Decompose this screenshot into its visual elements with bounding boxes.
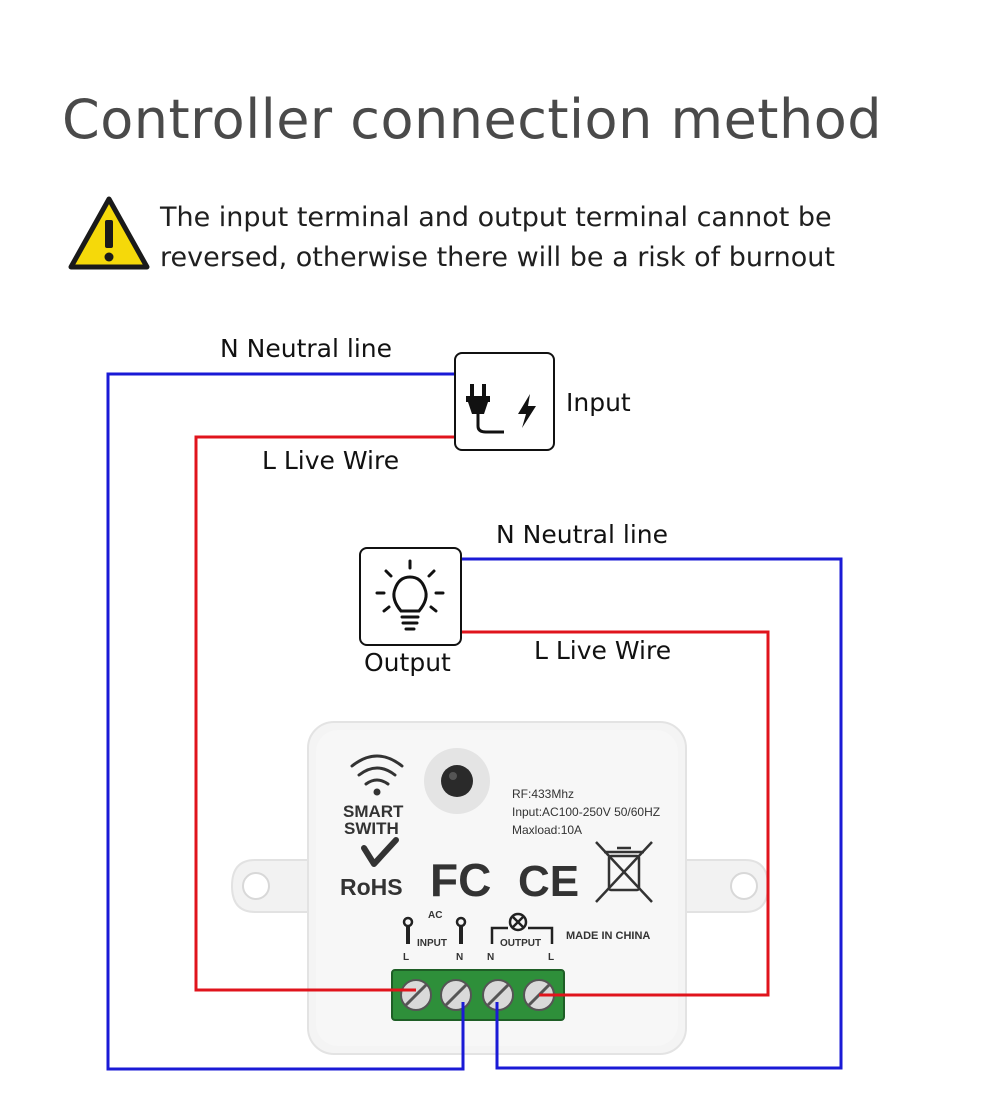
plug-icon xyxy=(466,384,504,434)
smart-switch-device xyxy=(230,721,770,1055)
terminal-l-input: L xyxy=(403,952,409,963)
device-spec-load: Maxload:10A xyxy=(512,823,582,837)
output-load-box xyxy=(359,547,462,646)
terminal-n-output: N xyxy=(487,952,494,963)
device-spec-input: Input:AC100-250V 50/60HZ xyxy=(512,805,660,819)
warning-line-1: The input terminal and output terminal c… xyxy=(160,202,832,233)
output-terminal-label: OUTPUT xyxy=(500,938,541,949)
input-neutral-wire xyxy=(106,372,465,1071)
terminal-n-input: N xyxy=(456,952,463,963)
input-terminal-label: INPUT xyxy=(417,938,447,949)
terminal-l-output: L xyxy=(548,952,554,963)
ce-mark: CE xyxy=(518,857,579,906)
light-bulb-icon xyxy=(375,559,445,631)
output-box-label: Output xyxy=(364,648,451,677)
rohs-check-icon xyxy=(361,837,399,867)
input-neutral-label: N Neutral line xyxy=(220,334,392,363)
weee-bin-icon xyxy=(595,841,653,903)
input-live-label: L Live Wire xyxy=(262,446,400,475)
made-in-label: MADE IN CHINA xyxy=(566,930,650,942)
terminal-screws xyxy=(400,979,555,1011)
output-live-wire xyxy=(462,630,770,997)
wifi-icon xyxy=(350,754,404,786)
input-live-wire xyxy=(194,435,455,992)
page-title: Controller connection method xyxy=(62,88,883,151)
device-brand-line-2: SWITH xyxy=(344,819,399,838)
warning-line-2: reversed, otherwise there will be a risk… xyxy=(160,242,835,273)
rohs-mark: RoHS xyxy=(340,874,403,900)
output-neutral-wire xyxy=(462,557,843,1070)
input-source-box xyxy=(454,352,555,451)
output-live-label: L Live Wire xyxy=(534,636,672,665)
lightning-icon xyxy=(518,394,536,428)
warning-icon xyxy=(68,196,150,270)
input-box-label: Input xyxy=(566,388,631,417)
ac-label: AC xyxy=(428,910,442,921)
device-spec-rf: RF:433Mhz xyxy=(512,787,574,801)
device-brand-line-1: SMART xyxy=(343,802,404,821)
fcc-mark: FC xyxy=(430,854,491,906)
warning-message: The input terminal and output terminal c… xyxy=(160,198,835,278)
output-neutral-label: N Neutral line xyxy=(496,520,668,549)
